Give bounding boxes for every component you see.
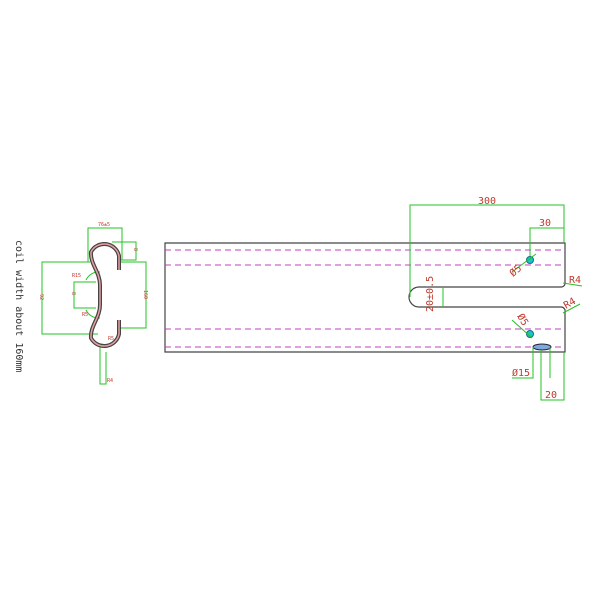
dim-oval-hole: Ø15 [512,367,530,379]
dim-hole-top: Ø5 [507,262,524,279]
dim-hole-offset: 30 [539,218,551,229]
dim-height-right: 160 [142,290,148,299]
plan-dimensions [409,204,583,401]
dim-angle-top: R15 [72,273,81,279]
dim-bottom: R4 [107,378,113,384]
hole-top [526,256,534,264]
s-profile [88,241,121,349]
oval-hole [532,343,552,351]
dim-oval-offset: 20 [545,390,557,401]
hole-bottom [526,330,534,338]
dim-radius-top: R4 [569,275,581,286]
dim-radius-bottom: R4 [562,296,578,312]
dim-top-right: 8 [132,248,138,251]
profile-dimensions [41,227,147,385]
dim-angle-bottom: R5 [82,312,88,318]
plan-view [164,242,566,353]
dim-slot-width: 20±0.5 [425,276,436,312]
dim-hole-bottom: Ø5 [514,312,530,328]
dim-center: 8 [70,292,76,295]
dim-bottom-right: R5 [108,336,114,342]
dim-top-width: 76±5 [98,222,110,228]
dim-height-left: 92 [38,294,44,300]
dim-length: 300 [478,196,496,207]
coil-width-note: coil width about 160mm [13,240,24,372]
